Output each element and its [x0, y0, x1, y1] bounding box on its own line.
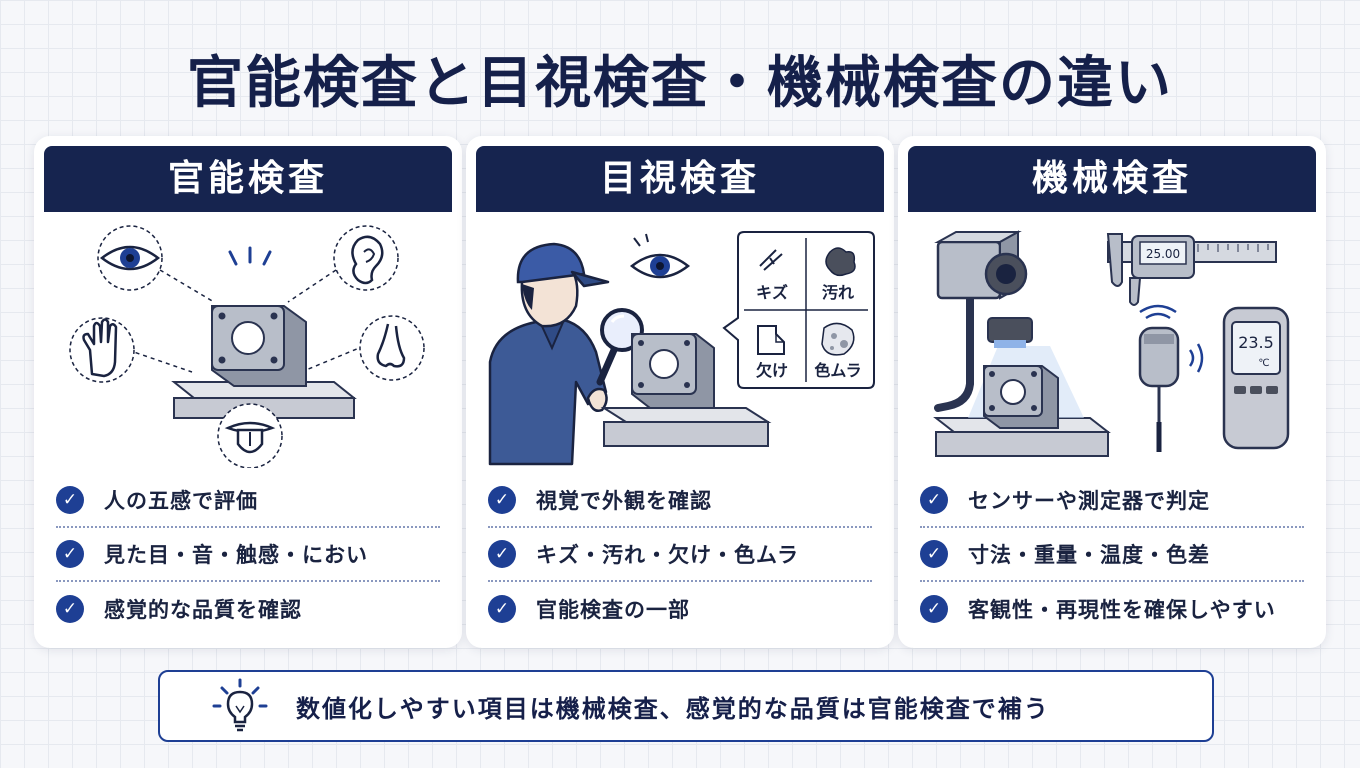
eye-icon	[629, 233, 691, 279]
tongue-icon	[217, 403, 283, 468]
card-machine-inspection: 機械検査	[898, 136, 1326, 648]
list-item: ✓ 人の五感で評価	[56, 474, 440, 528]
visual-illustration: キズ 汚れ 欠け 色ムラ	[488, 231, 875, 466]
item-text: キズ・汚れ・欠け・色ムラ	[536, 543, 799, 567]
summary-box: 数値化しやすい項目は機械検査、感覚的な品質は官能検査で補う	[158, 670, 1214, 742]
sensory-illustration	[69, 225, 425, 468]
list-item: ✓ 官能検査の一部	[488, 582, 872, 636]
check-icon: ✓	[920, 540, 948, 568]
list-item: ✓ センサーや測定器で判定	[920, 474, 1304, 528]
lightbulb-icon	[212, 678, 268, 732]
list-item: ✓ 客観性・再現性を確保しやすい	[920, 582, 1304, 636]
nose-icon	[359, 315, 425, 381]
item-text: 人の五感で評価	[104, 489, 258, 513]
chip-icon	[757, 325, 785, 355]
list-item: ✓ キズ・汚れ・欠け・色ムラ	[488, 528, 872, 582]
sensory-feature-list: ✓ 人の五感で評価 ✓ 見た目・音・触感・におい ✓ 感覚的な品質を確認	[56, 474, 440, 636]
item-text: センサーや測定器で判定	[968, 489, 1210, 513]
defect-label: キズ	[756, 283, 788, 302]
metal-part-icon	[211, 305, 307, 387]
check-icon: ✓	[488, 486, 516, 514]
thermometer-icon: 23.5 ℃	[1222, 306, 1290, 450]
item-text: 客観性・再現性を確保しやすい	[968, 598, 1276, 622]
machine-feature-list: ✓ センサーや測定器で判定 ✓ 寸法・重量・温度・色差 ✓ 客観性・再現性を確保…	[920, 474, 1304, 636]
check-icon: ✓	[56, 595, 84, 623]
hand-icon	[69, 317, 135, 383]
page-title: 官能検査と目視検査・機械検査の違い	[187, 51, 1173, 116]
item-text: 官能検査の一部	[536, 598, 690, 622]
metal-part-icon	[983, 365, 1059, 429]
item-text: 見た目・音・触感・におい	[104, 543, 368, 567]
check-icon: ✓	[920, 595, 948, 623]
stain-icon	[825, 247, 856, 277]
ear-icon	[333, 225, 399, 291]
defect-label: 欠け	[756, 361, 788, 380]
summary-text: 数値化しやすい項目は機械検査、感覚的な品質は官能検査で補う	[296, 694, 1050, 723]
list-item: ✓ 寸法・重量・温度・色差	[920, 528, 1304, 582]
defect-label: 汚れ	[822, 283, 854, 302]
caliper-reading: 25.00	[1146, 247, 1180, 261]
item-text: 感覚的な品質を確認	[104, 598, 302, 622]
emphasis-lines	[228, 246, 272, 266]
item-text: 視覚で外観を確認	[536, 489, 712, 513]
sensor-icon	[1138, 304, 1204, 452]
list-item: ✓ 見た目・音・触感・におい	[56, 528, 440, 582]
card-visual-inspection: 目視検査	[466, 136, 894, 648]
card-header: 官能検査	[44, 146, 452, 212]
list-item: ✓ 視覚で外観を確認	[488, 474, 872, 528]
inspection-table	[600, 407, 772, 447]
defect-callout: キズ 汚れ 欠け 色ムラ	[722, 231, 875, 389]
list-item: ✓ 感覚的な品質を確認	[56, 582, 440, 636]
check-icon: ✓	[56, 540, 84, 568]
card-header: 機械検査	[908, 146, 1316, 212]
machine-illustration: 25.00 23.5 ℃	[933, 230, 1290, 457]
card-sensory-inspection: 官能検査	[34, 136, 462, 648]
check-icon: ✓	[488, 595, 516, 623]
color-unevenness-icon	[821, 322, 855, 356]
check-icon: ✓	[920, 486, 948, 514]
thermometer-reading: 23.5	[1238, 333, 1274, 352]
eye-icon	[97, 225, 163, 291]
inspector-icon	[488, 242, 610, 466]
defect-label: 色ムラ	[814, 361, 861, 380]
card-header: 目視検査	[476, 146, 884, 212]
visual-feature-list: ✓ 視覚で外観を確認 ✓ キズ・汚れ・欠け・色ムラ ✓ 官能検査の一部	[488, 474, 872, 636]
scratch-icon	[759, 249, 783, 271]
check-icon: ✓	[488, 540, 516, 568]
check-icon: ✓	[56, 486, 84, 514]
thermometer-unit: ℃	[1258, 358, 1269, 369]
metal-part-icon	[631, 333, 715, 409]
caliper-icon: 25.00	[1106, 233, 1277, 306]
item-text: 寸法・重量・温度・色差	[968, 543, 1210, 567]
